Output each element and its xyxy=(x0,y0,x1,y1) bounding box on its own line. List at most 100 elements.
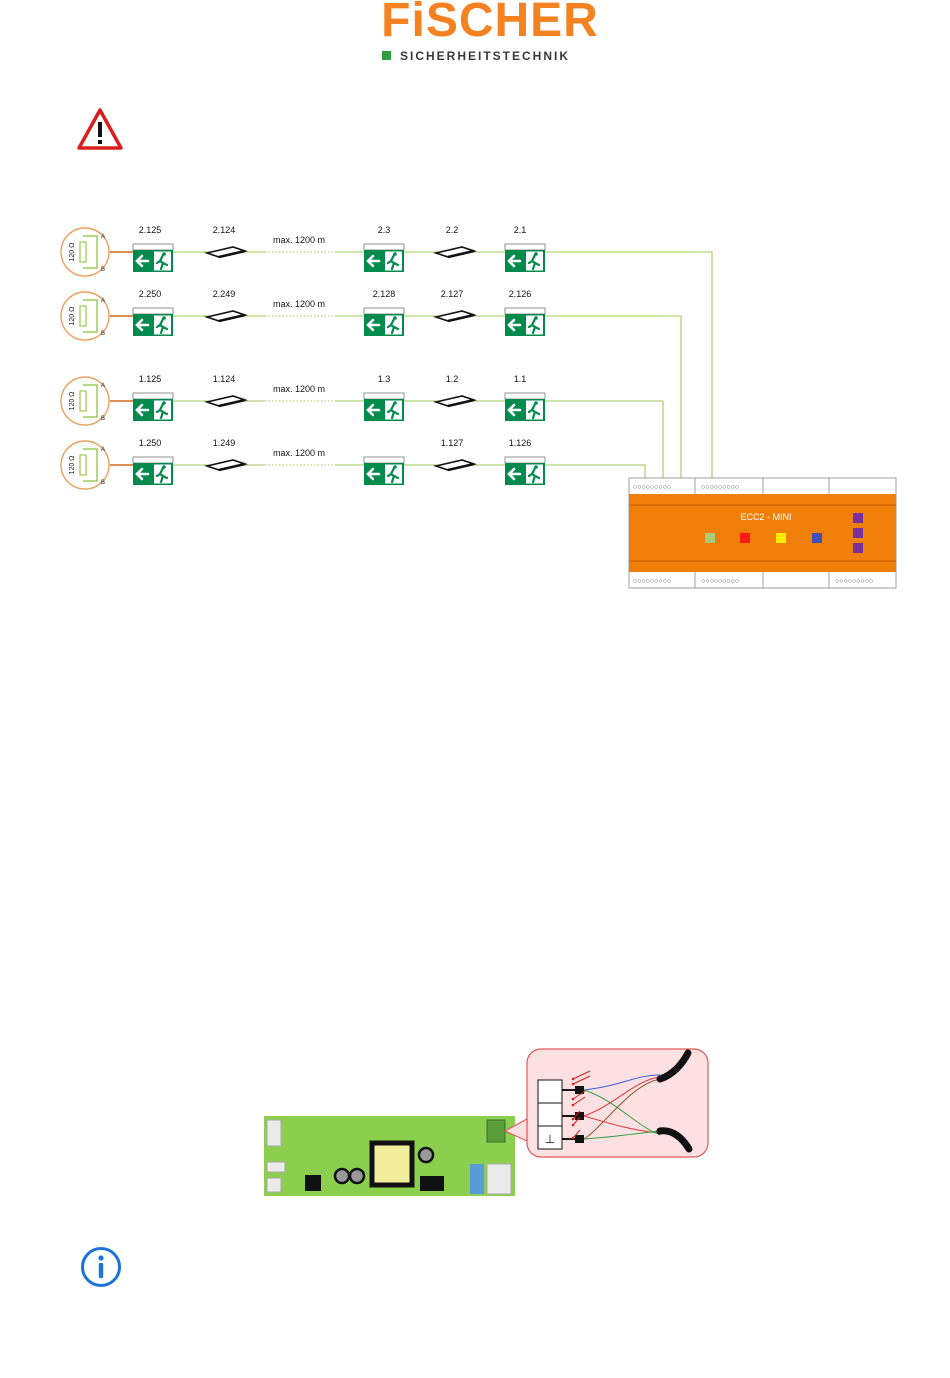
address-label: 1.3 xyxy=(378,374,391,384)
ic-chip xyxy=(305,1175,321,1191)
sign-housing xyxy=(505,393,545,399)
resistor xyxy=(80,391,86,411)
address-label: 1.126 xyxy=(509,438,532,448)
exit-sign-icon xyxy=(133,393,173,421)
exit-sign-icon xyxy=(505,393,545,421)
exit-sign-icon xyxy=(364,457,404,485)
running-man-head xyxy=(534,316,538,320)
running-man-head xyxy=(393,316,397,320)
exit-sign-icon xyxy=(364,244,404,272)
ferrule xyxy=(575,1135,584,1143)
address-label: 2.125 xyxy=(139,225,162,235)
resistor xyxy=(80,242,86,262)
sign-housing xyxy=(505,308,545,314)
exit-sign-icon xyxy=(505,244,545,272)
ground-symbol: ⊥ xyxy=(545,1132,555,1146)
address-label: 1.127 xyxy=(441,438,464,448)
pin-b-label: B xyxy=(101,416,105,422)
callout: ⊥ xyxy=(505,1049,708,1157)
running-man-head xyxy=(393,465,397,469)
ferrule xyxy=(575,1112,584,1120)
sign-housing xyxy=(133,457,173,463)
capacitor xyxy=(350,1169,364,1183)
running-man-head xyxy=(162,316,166,320)
bus-connector xyxy=(487,1120,505,1142)
sign-housing xyxy=(364,393,404,399)
terminal-block: ○○○○○○○○○ xyxy=(835,578,873,585)
exit-sign-icon xyxy=(133,457,173,485)
logo: FiSCHER SICHERHEITSTECHNIK xyxy=(330,0,650,70)
logo-brand: FiSCHER xyxy=(340,0,640,46)
terminator: 120 ΩAB xyxy=(61,292,109,340)
running-man-head xyxy=(534,401,538,405)
logo-square xyxy=(382,51,391,60)
address-label: 2.249 xyxy=(213,289,236,299)
pcb-wiring-diagram: ⊥ xyxy=(255,1045,725,1205)
distance-label: max. 1200 m xyxy=(273,235,325,245)
address-label: 2.127 xyxy=(441,289,464,299)
connector-left-top xyxy=(267,1120,281,1146)
exit-sign-icon xyxy=(505,457,545,485)
resistor xyxy=(80,306,86,326)
pin-a-label: A xyxy=(101,234,105,240)
distance-label: max. 1200 m xyxy=(273,448,325,458)
address-label: 2.2 xyxy=(446,225,459,235)
sign-housing xyxy=(364,457,404,463)
status-led xyxy=(705,533,715,543)
bus-wiring-diagram: 120 ΩAB2.1252.1242.32.22.1max. 1200 m120… xyxy=(0,215,950,595)
terminal-block: ○○○○○○○○○ xyxy=(701,484,739,491)
pcb-board xyxy=(264,1116,515,1196)
connector-left-mid xyxy=(267,1162,285,1172)
side-led xyxy=(853,543,863,553)
distance-label: max. 1200 m xyxy=(273,299,325,309)
exit-sign-icon xyxy=(364,393,404,421)
sign-housing xyxy=(364,244,404,250)
pin-a-label: A xyxy=(101,298,105,304)
ecc2-mini-controller: ○○○○○○○○○ ○○○○○○○○○ ○○○○○○○○○ ○○○○○○○○○ ○○○○… xyxy=(629,478,896,588)
running-man-head xyxy=(162,465,166,469)
connector-left-bottom xyxy=(267,1178,281,1192)
address-label: 2.126 xyxy=(509,289,532,299)
address-label: 1.249 xyxy=(213,438,236,448)
pin-b-label: B xyxy=(101,267,105,273)
resistance-label: 120 Ω xyxy=(69,392,76,411)
exit-sign-icon xyxy=(133,244,173,272)
side-led xyxy=(853,528,863,538)
exit-sign-icon xyxy=(364,308,404,336)
sign-housing xyxy=(505,244,545,250)
address-label: 1.125 xyxy=(139,374,162,384)
sign-housing xyxy=(133,308,173,314)
address-label: 2.128 xyxy=(373,289,396,299)
controller-name: ECC2 - MINI xyxy=(740,512,791,522)
status-led xyxy=(812,533,822,543)
terminal-block: ○○○○○○○○○ xyxy=(633,484,671,491)
address-label: 2.250 xyxy=(139,289,162,299)
arrow-head xyxy=(572,1098,575,1101)
capacitor xyxy=(419,1148,433,1162)
status-led xyxy=(740,533,750,543)
arrow-head xyxy=(572,1124,575,1127)
resistor xyxy=(80,455,86,475)
arrow-head xyxy=(572,1118,575,1121)
address-label: 1.2 xyxy=(446,374,459,384)
capacitor xyxy=(335,1169,349,1183)
logo-subtitle: SICHERHEITSTECHNIK xyxy=(400,49,570,63)
running-man-head xyxy=(393,252,397,256)
terminal-a xyxy=(538,1080,562,1103)
pin-b-label: B xyxy=(101,331,105,337)
terminal-block: ○○○○○○○○○ xyxy=(633,578,671,585)
side-led xyxy=(853,513,863,523)
transformer xyxy=(372,1143,412,1185)
address-label: 2.124 xyxy=(213,225,236,235)
terminal-b xyxy=(538,1103,562,1126)
distance-label: max. 1200 m xyxy=(273,384,325,394)
running-man-head xyxy=(534,252,538,256)
running-man-head xyxy=(162,401,166,405)
terminal-block: ○○○○○○○○○ xyxy=(701,578,739,585)
bus-line-4: 120 ΩAB1.2501.2491.1271.126max. 1200 m xyxy=(61,438,645,489)
pin-a-label: A xyxy=(101,383,105,389)
address-label: 1.250 xyxy=(139,438,162,448)
arrow-head xyxy=(572,1137,575,1140)
arrow-head xyxy=(572,1078,575,1081)
pin-b-label: B xyxy=(101,480,105,486)
